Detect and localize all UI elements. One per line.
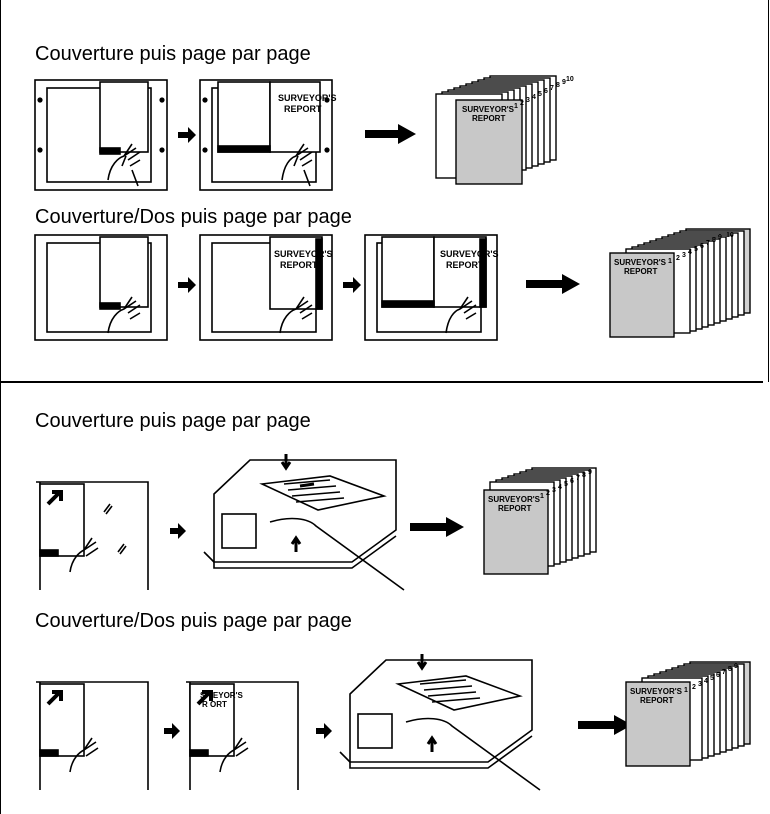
page-number-label: 1 bbox=[540, 493, 544, 500]
page-number-label: 9 bbox=[588, 469, 592, 476]
page-number-label: 7 bbox=[706, 240, 710, 247]
page-number-label: 4 bbox=[532, 94, 536, 101]
heading-adf-cover-back-page-by-page: Couverture/Dos puis page par page bbox=[35, 610, 352, 632]
page-number-label: 6 bbox=[716, 672, 720, 679]
platen-glass-2 bbox=[199, 79, 333, 191]
platen-glass-1 bbox=[34, 79, 168, 191]
figure-adf-cover-sequence: SURVEYOR'S REPORT 1 2 3 4 5 6 7 8 9 bbox=[36, 454, 597, 591]
report-cover-label: REPORT bbox=[446, 260, 484, 270]
report-cover-label: SURVEYOR'S bbox=[278, 93, 337, 103]
step-arrow-icon bbox=[164, 723, 180, 739]
step-arrow-icon bbox=[178, 127, 196, 143]
page-number-label: 4 bbox=[704, 678, 708, 685]
figure-platen-cover-back-sequence: SURVEYOR'S REPORT SURVEYOR'S REPORT SURV… bbox=[34, 228, 751, 341]
adf-copier bbox=[339, 654, 541, 791]
output-stack-3 bbox=[483, 467, 597, 575]
page-number-label: 10 bbox=[726, 232, 734, 239]
partial-report-label: S VEYOR'S bbox=[200, 691, 243, 700]
page-number-label: 1 bbox=[668, 258, 672, 265]
page-number-label: 1 bbox=[684, 687, 688, 694]
platen-corner-view-1 bbox=[36, 681, 149, 790]
page-number-label: 5 bbox=[710, 675, 714, 682]
page-number-label: 2 bbox=[520, 100, 524, 107]
page-number-label: 7 bbox=[576, 475, 580, 482]
figure-platen-cover-sequence: SURVEYOR'S REPORT SURVEYOR'S REPORT 1 2 … bbox=[34, 75, 574, 191]
page-number-label: 6 bbox=[700, 243, 704, 250]
figure-adf-cover-back-sequence: S VEYOR'S R ORT SURVEYOR'S REPORT 1 2 3 … bbox=[36, 654, 751, 791]
page-number-label: 2 bbox=[692, 684, 696, 691]
adf-copier bbox=[203, 454, 405, 591]
stack-cover-label: REPORT bbox=[472, 114, 505, 123]
platen-glass-1 bbox=[34, 234, 168, 341]
platen-glass-2 bbox=[199, 234, 333, 341]
output-stack-2 bbox=[609, 228, 751, 338]
page-number-label: 8 bbox=[712, 237, 716, 244]
output-stack-1 bbox=[435, 75, 557, 185]
heading-platen-cover-page-by-page: Couverture puis page par page bbox=[35, 43, 311, 65]
page-number-label: 7 bbox=[722, 669, 726, 676]
platen-corner-view bbox=[36, 481, 149, 590]
heading-platen-cover-back-page-by-page: Couverture/Dos puis page par page bbox=[35, 206, 352, 228]
page-number-label: 5 bbox=[694, 246, 698, 253]
page-number-label: 5 bbox=[538, 91, 542, 98]
page-number-label: 9 bbox=[718, 234, 722, 241]
step-arrow-icon bbox=[170, 523, 186, 539]
output-stack-4 bbox=[625, 661, 751, 767]
heading-adf-cover-page-by-page: Couverture puis page par page bbox=[35, 410, 311, 432]
page-number-label: 3 bbox=[698, 681, 702, 688]
stack-cover-label: SURVEYOR'S bbox=[488, 495, 541, 504]
page-number-label: 8 bbox=[582, 472, 586, 479]
page-number-label: 4 bbox=[558, 484, 562, 491]
report-cover-label: REPORT bbox=[284, 104, 322, 114]
page-number-label: 9 bbox=[734, 663, 738, 670]
platen-glass-3 bbox=[364, 234, 498, 341]
page-number-label: 6 bbox=[570, 478, 574, 485]
page-number-label: 5 bbox=[564, 481, 568, 488]
report-cover-label: SURVEYOR'S bbox=[440, 249, 499, 259]
section-divider bbox=[0, 381, 763, 383]
stack-cover-label: REPORT bbox=[640, 696, 673, 705]
partial-report-label: R ORT bbox=[202, 700, 227, 709]
stack-cover-label: SURVEYOR'S bbox=[630, 687, 683, 696]
left-border-line bbox=[0, 0, 1, 814]
result-arrow-icon bbox=[365, 124, 416, 144]
step-arrow-icon bbox=[343, 277, 361, 293]
right-border-line bbox=[768, 0, 769, 382]
page-number-label: 7 bbox=[550, 85, 554, 92]
page-number-label: 3 bbox=[526, 97, 530, 104]
result-arrow-icon bbox=[526, 274, 580, 294]
stack-cover-label: SURVEYOR'S bbox=[614, 258, 667, 267]
report-cover-label: SURVEYOR'S bbox=[274, 249, 333, 259]
step-arrow-icon bbox=[178, 277, 196, 293]
page-number-label: 10 bbox=[566, 76, 574, 83]
stack-cover-label: SURVEYOR'S bbox=[462, 105, 515, 114]
result-arrow-icon bbox=[578, 715, 632, 735]
page-number-label: 2 bbox=[546, 490, 550, 497]
page-number-label: 3 bbox=[552, 487, 556, 494]
page-number-label: 9 bbox=[562, 79, 566, 86]
page-number-label: 1 bbox=[514, 103, 518, 110]
page-number-label: 3 bbox=[682, 252, 686, 259]
page-number-label: 2 bbox=[676, 255, 680, 262]
stack-cover-label: REPORT bbox=[624, 267, 657, 276]
page-number-label: 8 bbox=[556, 82, 560, 89]
page-number-label: 8 bbox=[728, 666, 732, 673]
step-arrow-icon bbox=[316, 723, 332, 739]
page-number-label: 6 bbox=[544, 88, 548, 95]
stack-cover-label: REPORT bbox=[498, 504, 531, 513]
platen-corner-view-2 bbox=[186, 681, 299, 790]
report-cover-label: REPORT bbox=[280, 260, 318, 270]
result-arrow-icon bbox=[410, 517, 464, 537]
page-number-label: 4 bbox=[688, 249, 692, 256]
